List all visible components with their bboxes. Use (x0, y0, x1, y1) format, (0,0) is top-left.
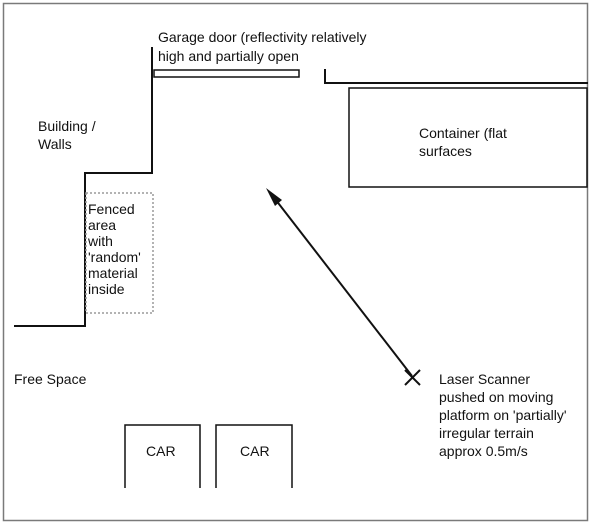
container-box (348, 87, 588, 188)
building-label: Building / Walls (38, 118, 99, 152)
free-space-label: Free Space (14, 371, 87, 387)
scanner-label: Laser Scanner pushed on moving platform … (439, 371, 570, 459)
car-left-label: CAR (146, 443, 176, 459)
scanner-direction-arrow (271, 194, 413, 377)
car-left-outline (124, 424, 201, 488)
car-right-outline (215, 424, 293, 488)
car-right-label: CAR (240, 443, 270, 459)
fenced-area-label: Fenced area with 'random' material insid… (87, 201, 145, 297)
garage-door-label: Garage door (reflectivity relatively hig… (158, 29, 370, 64)
arrow-head (266, 188, 282, 206)
building-wall (14, 47, 153, 327)
garage-door (153, 69, 300, 78)
container-label: Container (flat surfaces (419, 125, 511, 159)
scanner-marker-b (404, 369, 421, 386)
wall-segment-right (324, 69, 588, 84)
fenced-area (85, 192, 154, 314)
